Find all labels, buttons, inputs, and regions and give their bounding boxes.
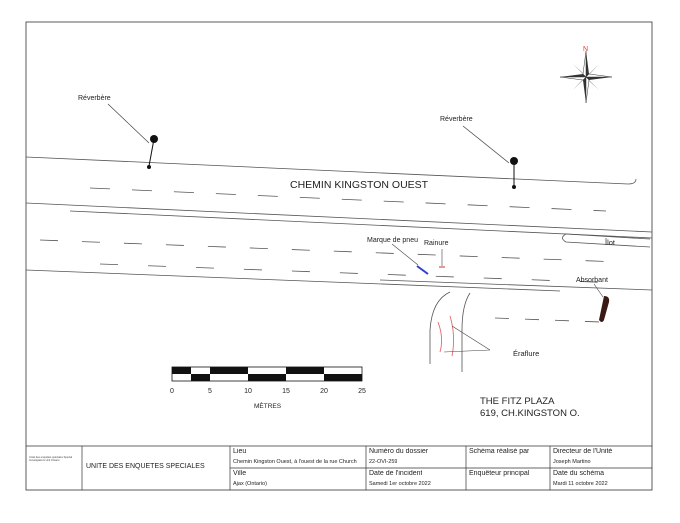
scale-tick: 5	[208, 388, 212, 395]
scale-ticks: 0 5 10 15 20 25	[170, 388, 366, 395]
ville-value: Ajax (Ontario)	[233, 481, 267, 487]
schema-date-value: Mardi 11 octobre 2022	[553, 481, 608, 487]
plaza-edge-dashes	[494, 317, 601, 323]
lieu-value: Chemin Kingston Ouest, à l'ouest de la r…	[233, 459, 357, 465]
absorbent-leader	[593, 283, 604, 298]
dossier-label: Numéro du dossier	[369, 448, 429, 455]
south-curb-line-1	[25, 269, 561, 292]
incident-label: Date de l'incident	[369, 470, 423, 477]
street-lamp-1	[107, 103, 158, 169]
incident-value: Samedi 1er octobre 2022	[369, 481, 431, 487]
director-label: Directeur de l'Unité	[553, 448, 613, 455]
north-lane-dashes	[89, 187, 607, 212]
lead-investigator-label: Enquêteur principal	[469, 470, 530, 477]
driveway-curb-west	[429, 291, 451, 364]
north-curb-line	[25, 156, 637, 185]
scratch-leader	[443, 325, 491, 353]
title-block-grid	[26, 445, 652, 490]
tire-mark-label: Marque de pneu	[367, 237, 418, 244]
lamp-2-label: Réverbère	[440, 116, 473, 123]
lamp-1-label: Réverbère	[78, 95, 111, 102]
tire-mark-leader	[391, 243, 419, 266]
scale-unit-label: MÈTRES	[254, 401, 282, 410]
centre-line-2	[69, 210, 653, 239]
lamp-2-leader	[462, 125, 510, 164]
lieu-label: Lieu	[233, 448, 247, 455]
scratch-mark-1	[437, 321, 443, 353]
south-curb-line-2	[379, 279, 653, 291]
ville-label: Ville	[233, 470, 247, 477]
director-value: Joseph Martino	[553, 459, 591, 465]
tire-mark	[416, 265, 429, 275]
scale-bar	[171, 366, 363, 382]
scale-tick: 0	[170, 388, 174, 395]
scratch-label: Éraflure	[513, 349, 539, 358]
centre-line-1	[25, 202, 653, 233]
north-arrow-icon	[559, 50, 613, 104]
scale-tick: 10	[244, 388, 252, 395]
schema-author-label: Schéma réalisé par	[469, 448, 530, 455]
driveway-curb-east	[461, 292, 471, 372]
dossier-value: 22-OVI-259	[369, 459, 398, 465]
location-line-1: THE FITZ PLAZA	[480, 396, 555, 407]
scale-tick: 20	[320, 388, 328, 395]
unit-name: UNITÉ DES ENQUÊTES SPÉCIALES	[86, 463, 205, 470]
road-name-label: CHEMIN KINGSTON OUEST	[290, 179, 429, 191]
schema-date-label: Date du schéma	[553, 470, 604, 477]
lamp-1-leader	[107, 103, 150, 144]
siu-logo-text: Unité des enquêtes spéciales Special Inv…	[29, 456, 73, 463]
absorbent-label: Absorbant	[576, 277, 608, 284]
south-lane-dashes-1	[39, 239, 621, 263]
location-line-2: 619, CH.KINGSTON O.	[480, 408, 580, 419]
scale-tick: 15	[282, 388, 290, 395]
street-lamp-2	[462, 125, 518, 189]
groove-label: Rainure	[424, 240, 449, 247]
scratch-mark-2	[449, 315, 455, 357]
north-label: N	[583, 46, 588, 53]
absorbent-area	[599, 296, 610, 322]
island-outline	[562, 233, 651, 248]
island-label: Îlot	[604, 238, 616, 247]
scale-tick: 25	[358, 388, 366, 395]
drawing-frame	[25, 21, 653, 491]
south-lane-dashes-2	[99, 263, 621, 284]
road-lines	[25, 156, 653, 372]
